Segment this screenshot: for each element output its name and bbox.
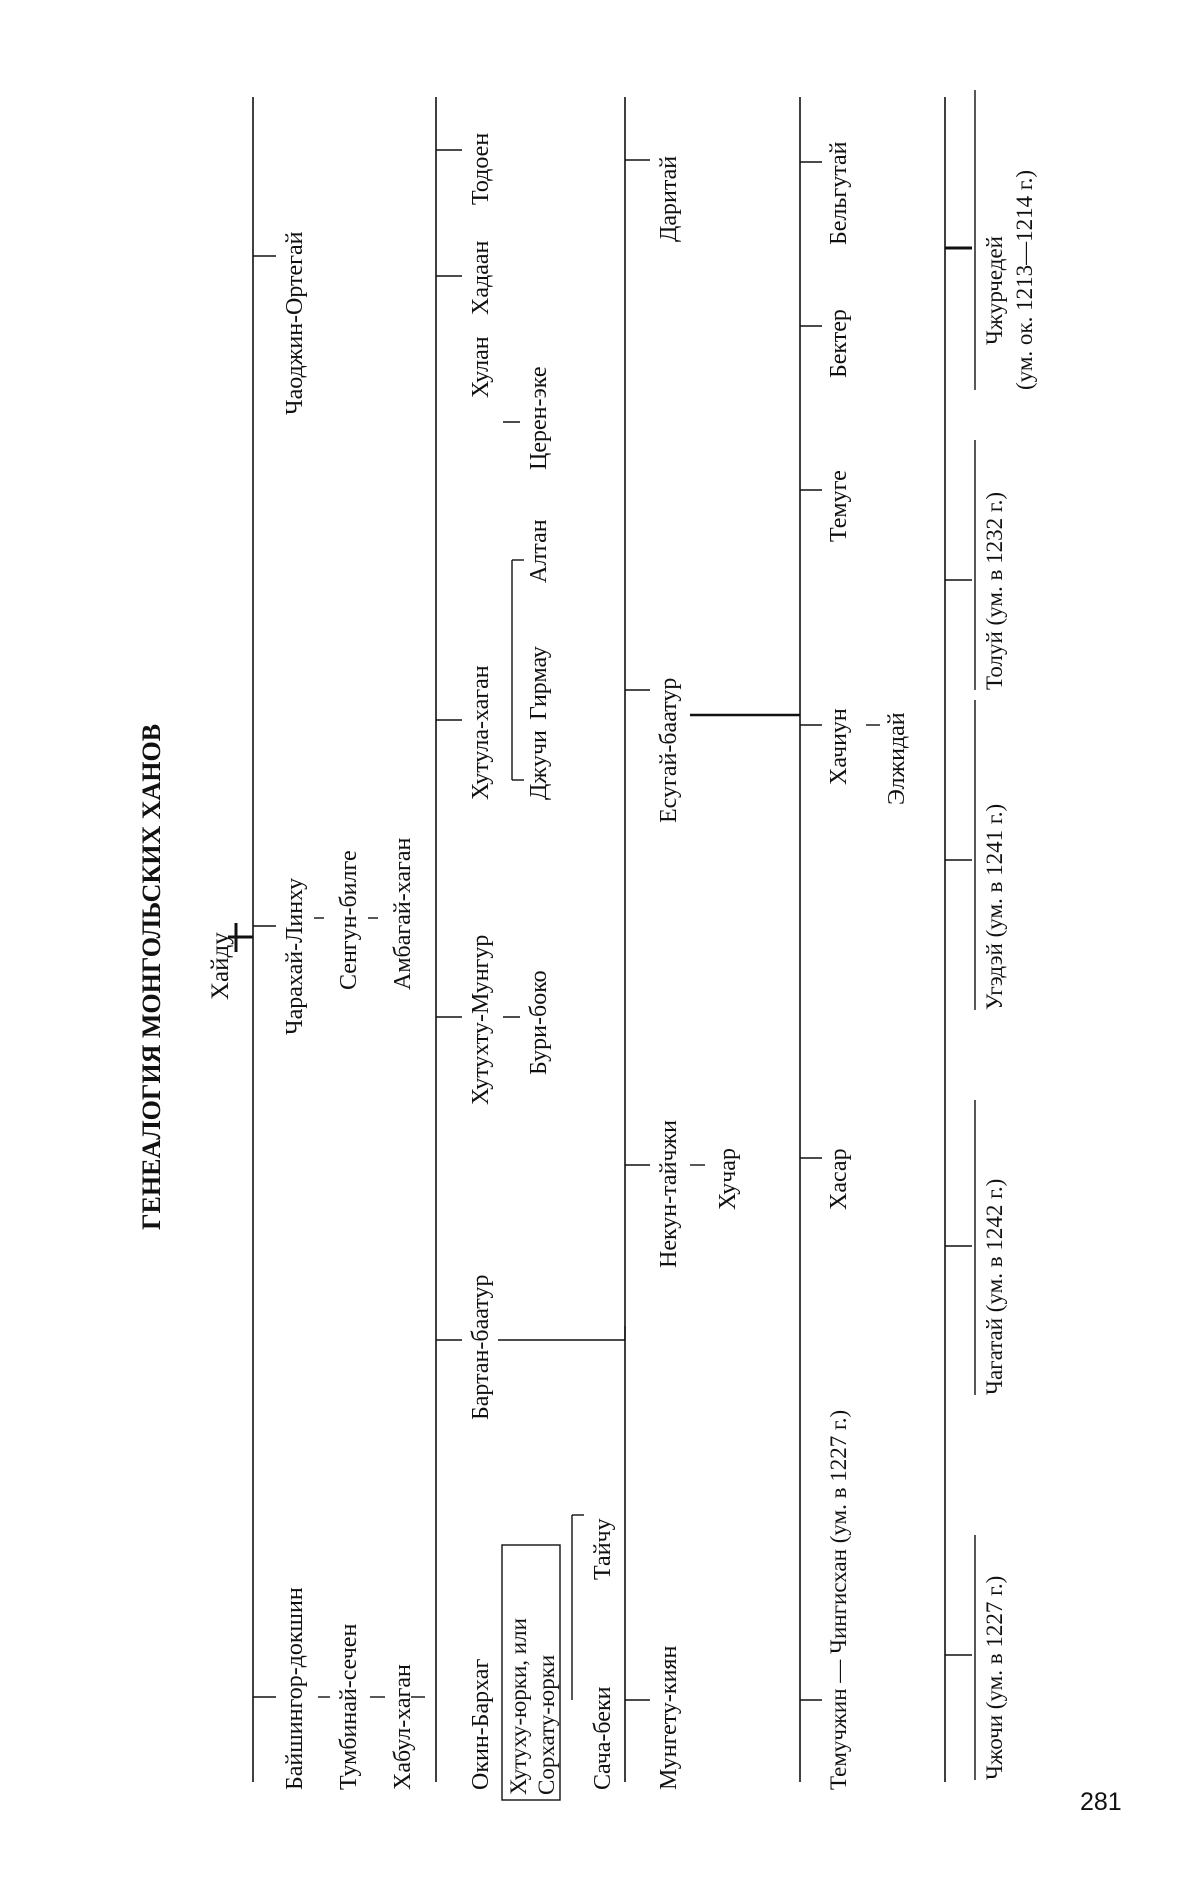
name-yesugai: Есугай-баатур (656, 678, 682, 823)
name-baishingor: Байшингор-докшин (282, 1587, 308, 1790)
name-temuge: Темуге (826, 470, 852, 542)
name-chagatai: Чагатай (ум. в 1242 г.) (982, 1179, 1007, 1395)
name-khutula: Хутула-хаган (468, 665, 494, 800)
name-bartan: Бартан-баатур (468, 1275, 494, 1420)
name-tumbinai: Тумбинай-сечен (336, 1624, 362, 1790)
name-okin: Окин-Бархаг (468, 1659, 494, 1790)
page-number: 281 (1080, 1788, 1122, 1817)
name-sacha: Сача-беки (590, 1686, 616, 1790)
name-temujin: Темучжин — Чингисхан (ум. в 1227 г.) (826, 1410, 851, 1790)
name-khulan: Хулан (468, 336, 494, 398)
name-khutukhu-1: Хутуху-юрки, или (506, 1618, 531, 1795)
name-khaidu: Хайду (207, 932, 234, 1000)
name-jochi: Чжочи (ум. в 1227 г.) (982, 1576, 1007, 1780)
name-ugedei: Угэдэй (ум. в 1241 г.) (982, 804, 1007, 1010)
name-nekun: Некун-тайчжи (656, 1120, 682, 1268)
name-charakhai: Чарахай-Линху (282, 878, 308, 1035)
name-khachiun: Хачиун (826, 708, 852, 785)
name-bekter: Бектер (826, 309, 852, 378)
name-sengun: Сенгун-билге (336, 850, 362, 990)
name-eljidai: Элжидай (884, 712, 910, 805)
name-mungetu: Мунгету-киян (656, 1646, 682, 1790)
page-title: ГЕНЕАЛОГИЯ МОНГОЛЬСКИХ ХАНОВ (137, 724, 166, 1230)
name-khabul: Хабул-хаган (390, 1664, 416, 1790)
name-taichu: Тайчу (590, 1518, 616, 1580)
name-ambagai: Амбагай-хаган (390, 837, 416, 990)
name-khuchar: Хучар (715, 1148, 741, 1210)
name-buri: Бури-боко (526, 970, 552, 1075)
name-tolui: Толуй (ум. в 1232 г.) (982, 492, 1007, 690)
name-todoen: Тодоен (468, 133, 494, 205)
name-jochi-kh: Джучи (526, 730, 552, 800)
name-chaojin: Чаоджин-Ортегай (282, 231, 308, 415)
name-khadaan: Хадаан (468, 241, 494, 316)
name-khutukhu-2: Сорхату-юрки (534, 1655, 559, 1795)
name-daritai: Даритай (656, 156, 682, 242)
name-khasar: Хасар (826, 1148, 852, 1210)
name-khutukhtu: Хутухту-Мунгур (468, 935, 494, 1105)
name-jurchedei-1: Чжурчедей (982, 236, 1007, 345)
name-girmau: Гирмау (526, 646, 552, 720)
name-tseren: Церен-эке (526, 367, 552, 471)
name-jurchedei-2: (ум. ок. 1213—1214 г.) (1012, 170, 1037, 390)
name-belgutai: Бельгутай (826, 141, 852, 245)
name-altan: Алтан (526, 519, 552, 583)
